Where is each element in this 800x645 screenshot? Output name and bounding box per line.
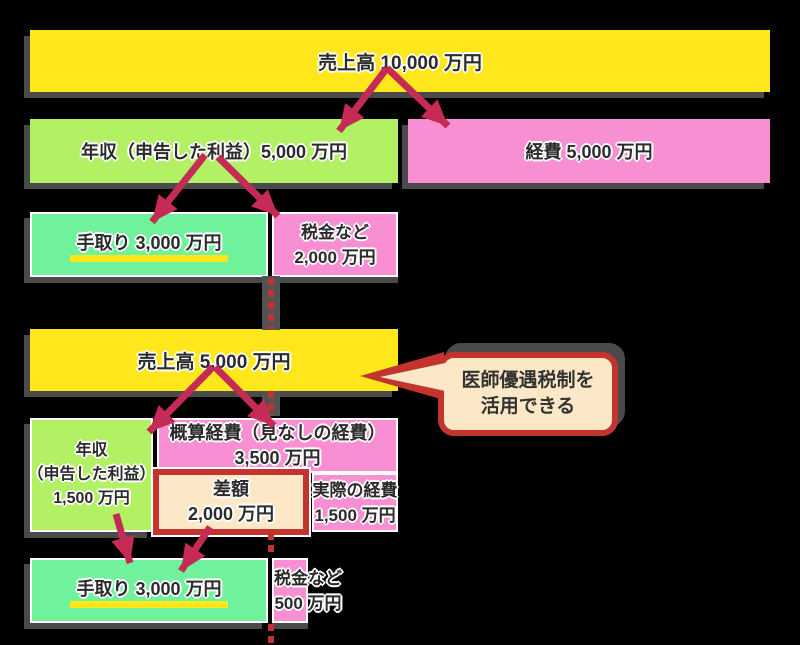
tax-box-bottom-line1: 税金など [274,568,342,588]
tax-box-top-line2: 2,000 万円 [294,247,376,267]
income-bar-top: 年収（申告した利益）5,000 万円 [30,119,398,183]
difference-line1: 差額 [213,479,249,499]
takehome-bar-top-label: 手取り 3,000 万円 [70,227,228,262]
tax-box-bottom-label: 税金など 500 万円 [274,566,342,616]
income-box-bottom-line2: （申告した利益） [27,466,156,483]
estimated-expense-box: 概算経費（見なしの経費） 3,500 万円 [157,418,398,473]
tax-box-top-line1: 税金など [301,222,369,242]
income-box-bottom-line3: 1,500 万円 [53,490,130,507]
takehome-bar-top: 手取り 3,000 万円 [30,212,268,277]
dotted-line-shadow [262,391,280,416]
tax-box-bottom-line2: 500 万円 [274,593,342,613]
actual-expense-label: 実際の経費 1,500 万円 [313,478,398,528]
expense-bar-top: 経費 5,000 万円 [408,119,770,183]
estimated-expense-line1: 概算経費（見なしの経費） [169,422,386,443]
difference-box: 差額 2,000 万円 [151,467,311,537]
income-box-bottom: 年収 （申告した利益） 1,500 万円 [27,418,156,532]
tax-box-top: 税金など 2,000 万円 [272,212,398,277]
takehome-bar-bottom: 手取り 3,000 万円 [30,558,268,623]
takehome-bar-bottom-label: 手取り 3,000 万円 [70,573,228,608]
actual-expense-line1: 実際の経費 [312,480,398,500]
income-box-bottom-line1: 年収 [75,442,108,459]
dotted-line-shadow [262,276,280,330]
difference-line2: 2,000 万円 [187,504,275,524]
expense-bar-top-label: 経費 5,000 万円 [525,142,653,162]
income-bar-top-label: 年収（申告した利益）5,000 万円 [80,142,348,162]
actual-expense-line2: 1,500 万円 [314,505,396,525]
sales-bar-top: 売上高 10,000 万円 [30,30,770,92]
tax-box-bottom: 税金など 500 万円 [272,558,342,623]
sales-bar-bottom: 売上高 5,000 万円 [30,329,398,391]
sales-bar-top-label: 売上高 10,000 万円 [318,52,482,74]
callout-line2: 活用できる [480,396,576,417]
actual-expense-box: 実際の経費 1,500 万円 [312,473,398,532]
callout-bubble: 医師優遇税制を 活用できる [360,352,618,436]
estimated-expense-line2: 3,500 万円 [234,447,321,468]
sales-bar-bottom-label: 売上高 5,000 万円 [137,351,291,373]
callout-line1: 医師優遇税制を [461,370,595,391]
